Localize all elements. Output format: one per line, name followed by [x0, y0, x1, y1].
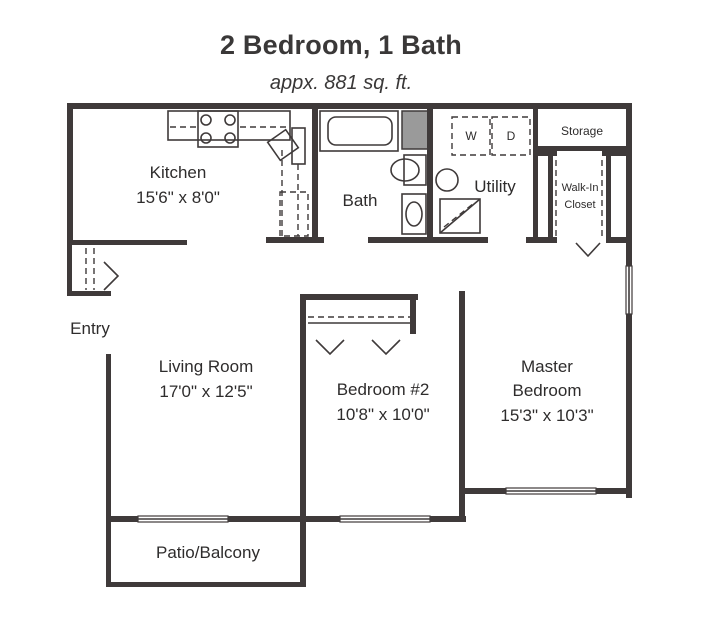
- bottom-mid-wall: [106, 516, 466, 522]
- kitchen-size: 15'6" x 8'0": [136, 188, 220, 207]
- patio-label: Patio/Balcony: [156, 543, 260, 562]
- kitchen-fixtures: [167, 109, 324, 243]
- entry-closet: [67, 240, 187, 296]
- kitchen-label: Kitchen: [150, 163, 207, 182]
- bedroom2-label: Bedroom #2: [337, 380, 430, 399]
- walk-in-label-line2: Closet: [564, 199, 595, 211]
- bath-fixtures: [319, 109, 433, 243]
- storage-label: Storage: [561, 124, 603, 138]
- living-room-size: 17'0" x 12'5": [159, 382, 252, 401]
- plan-subtitle: appx. 881 sq. ft.: [269, 72, 413, 94]
- entry-label: Entry: [70, 319, 110, 338]
- bedroom2-walls: [300, 291, 465, 586]
- utility-label: Utility: [474, 177, 516, 196]
- master-bedroom-label-line1: Master: [521, 357, 573, 376]
- plan-title: 2 Bedroom, 1 Bath: [220, 30, 462, 60]
- windows: [137, 265, 633, 523]
- dryer-label: D: [507, 129, 516, 143]
- left-lower-wall: [106, 354, 111, 586]
- bath-label: Bath: [343, 191, 378, 210]
- top-wall: [67, 103, 632, 109]
- living-room-label: Living Room: [159, 357, 254, 376]
- left-upper-wall: [67, 103, 73, 245]
- walk-in-label-line1: Walk-In: [562, 182, 599, 194]
- storage-closet-walls: [526, 109, 632, 258]
- bedroom2-size: 10'8" x 10'0": [336, 405, 429, 424]
- master-bedroom-size: 15'3" x 10'3": [500, 406, 593, 425]
- utility-fixtures: [430, 116, 531, 243]
- patio-bottom-wall: [106, 582, 306, 587]
- master-bedroom-label-line2: Bedroom: [513, 381, 582, 400]
- washer-label: W: [465, 129, 477, 143]
